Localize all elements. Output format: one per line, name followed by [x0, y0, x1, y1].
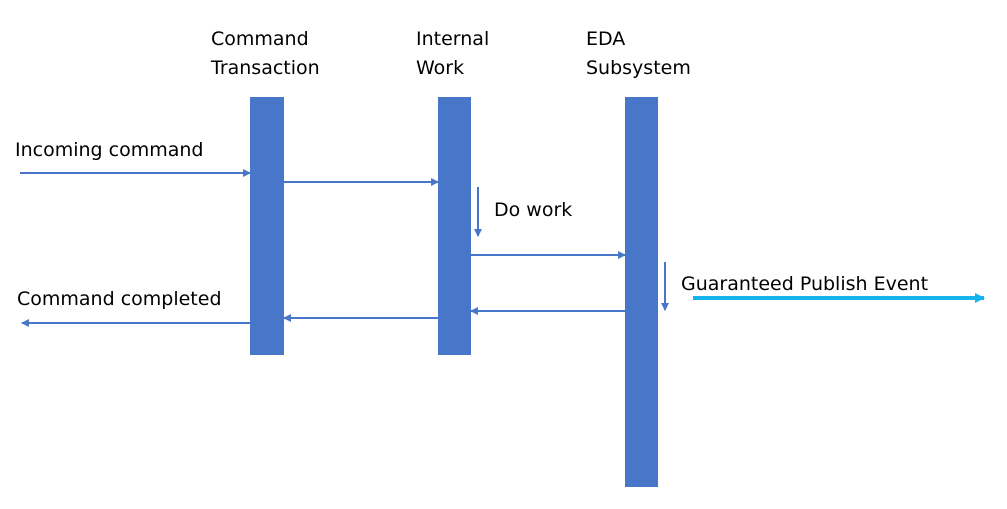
label-line: Subsystem [586, 57, 691, 79]
lifeline-bar-eda-subsystem [625, 97, 658, 487]
message-label-do-work: Do work [494, 199, 573, 221]
label-line: Work [416, 57, 465, 79]
lifeline-label-eda-subsystem: EDA Subsystem [586, 25, 691, 83]
message-label-guaranteed-publish: Guaranteed Publish Event [681, 273, 929, 295]
message-label-incoming-command: Incoming command [15, 139, 204, 161]
lifeline-label-internal-work: Internal Work [416, 25, 489, 83]
label-line: EDA [586, 28, 626, 50]
lifeline-bar-internal-work [438, 97, 471, 355]
label-line: Internal [416, 28, 490, 50]
label-line: Command [211, 28, 309, 50]
message-label-command-completed: Command completed [17, 288, 222, 310]
lifeline-label-command-transaction: Command Transaction [211, 25, 320, 83]
label-line: Transaction [211, 57, 320, 79]
lifeline-bar-command-transaction [250, 97, 284, 355]
